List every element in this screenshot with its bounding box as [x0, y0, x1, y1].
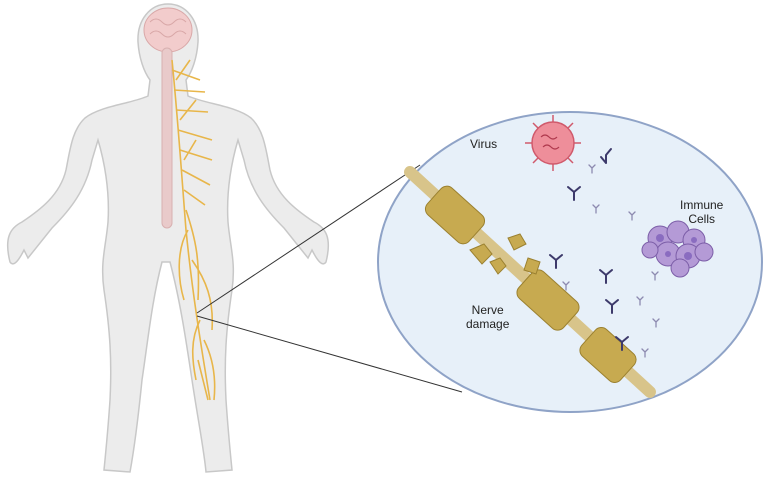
label-virus: Virus [470, 137, 498, 151]
myelin-sheath [516, 269, 580, 331]
spinal-cord [161, 47, 173, 229]
antibody-icon [615, 336, 629, 351]
nerve-fiber [404, 166, 656, 398]
label-nerve-damage-line1: Nerve [471, 303, 504, 317]
zoom-line-bottom [196, 315, 463, 393]
damaged-myelin-fragment [469, 233, 541, 275]
antibodies [549, 148, 660, 358]
zoom-circle [377, 111, 763, 413]
zoom-line-top [196, 164, 421, 314]
brain-folds [149, 18, 187, 38]
antibody-icon [605, 299, 619, 314]
label-immune-cells-line1: Immune [680, 198, 724, 212]
antibody-icon [600, 148, 612, 164]
brain [143, 7, 193, 53]
antibody-icon [549, 254, 563, 269]
body-silhouette [6, 3, 330, 473]
label-nerve-damage: Nerve damage [466, 303, 509, 331]
nerves [171, 59, 216, 401]
antibody-icon [562, 164, 660, 358]
label-immune-cells-line2: Cells [688, 212, 716, 226]
immune-cells-icon [641, 220, 714, 278]
label-immune-cells: Immune Cells [680, 198, 723, 226]
antibody-icon [599, 269, 613, 284]
human-body [6, 3, 330, 473]
myelin-sheath [424, 185, 486, 245]
virus-icon [525, 115, 581, 171]
antibody-icon [567, 186, 581, 201]
label-nerve-damage-line2: damage [466, 317, 510, 331]
